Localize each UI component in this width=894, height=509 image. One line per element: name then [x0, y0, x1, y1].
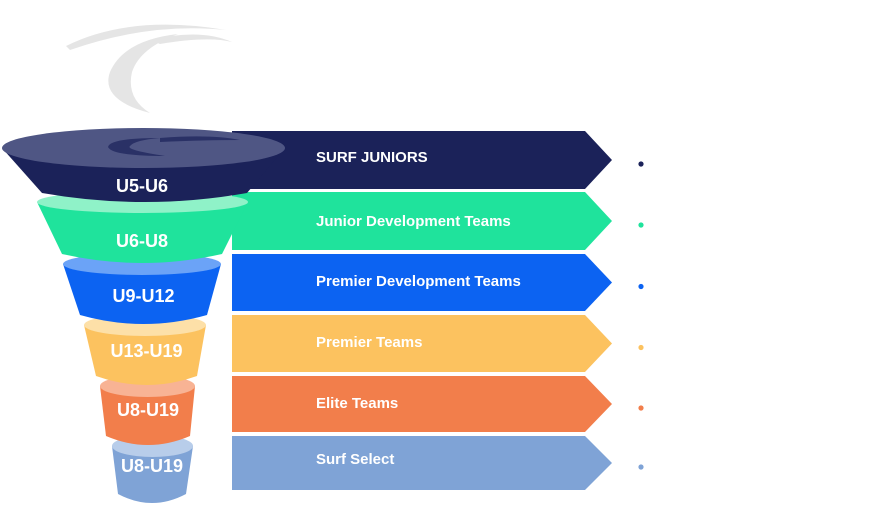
program-arrow: Elite Teams: [232, 376, 612, 432]
age-group-label: U9-U12: [112, 286, 174, 306]
program-label: SURF JUNIORS: [316, 149, 428, 166]
age-group-label: U5-U6: [116, 176, 168, 196]
program-label: Surf Select: [316, 451, 394, 468]
funnel-body: [112, 446, 193, 503]
program-bullet: [638, 405, 644, 411]
program-bullet: [638, 344, 644, 351]
program-label: Junior Development Teams: [316, 213, 511, 230]
program-arrow-shape: [232, 192, 612, 250]
logo-wave-icon: [108, 34, 178, 113]
program-arrows: SURF JUNIORS Junior Development TeamsPrem…: [232, 131, 612, 490]
age-group-label: U8-U19: [117, 400, 179, 420]
funnel-body: [63, 264, 221, 324]
funnel-segment: U8-U19: [112, 435, 193, 503]
program-arrow: Junior Development Teams: [232, 192, 612, 250]
program-arrow-shape: [232, 376, 612, 432]
funnel-segment: U5-U6: [2, 128, 285, 202]
program-arrow-shape: [232, 254, 612, 311]
program-label: Premier Development Teams: [316, 273, 521, 290]
surf-wave-logo-icon: [66, 24, 232, 113]
program-arrow: Surf Select: [232, 436, 612, 490]
program-arrow-shape: [232, 131, 612, 189]
program-bullet: [638, 161, 644, 167]
program-bullet: [638, 283, 644, 290]
funnel-body: [84, 325, 206, 385]
age-group-label: U8-U19: [121, 456, 183, 476]
funnel-segment: U8-U19: [100, 375, 195, 445]
funnel-rim: [2, 128, 285, 168]
logo-swoosh-accent-icon: [150, 34, 232, 44]
program-arrow: SURF JUNIORS: [232, 131, 612, 189]
program-arrow: Premier Teams: [232, 315, 612, 372]
program-arrow-shape: [232, 436, 612, 490]
program-label: Elite Teams: [316, 395, 398, 412]
program-arrow: Premier Development Teams: [232, 254, 612, 311]
funnel-body: [37, 202, 248, 263]
program-label: Premier Teams: [316, 334, 422, 351]
age-group-label: U6-U8: [116, 231, 168, 251]
program-bullets: [638, 161, 644, 470]
rim-logo-stroke-icon: [160, 136, 240, 142]
age-group-label: U13-U19: [110, 341, 182, 361]
funnel-body: [100, 386, 195, 445]
funnel-segment: U13-U19: [84, 314, 206, 385]
rim-logo-icon: [108, 138, 165, 156]
funnel-segment: U9-U12: [63, 253, 221, 324]
logo-swoosh-icon: [66, 24, 226, 50]
program-bullet: [638, 464, 644, 470]
program-bullet: [638, 222, 644, 228]
program-arrow-shape: [232, 315, 612, 372]
